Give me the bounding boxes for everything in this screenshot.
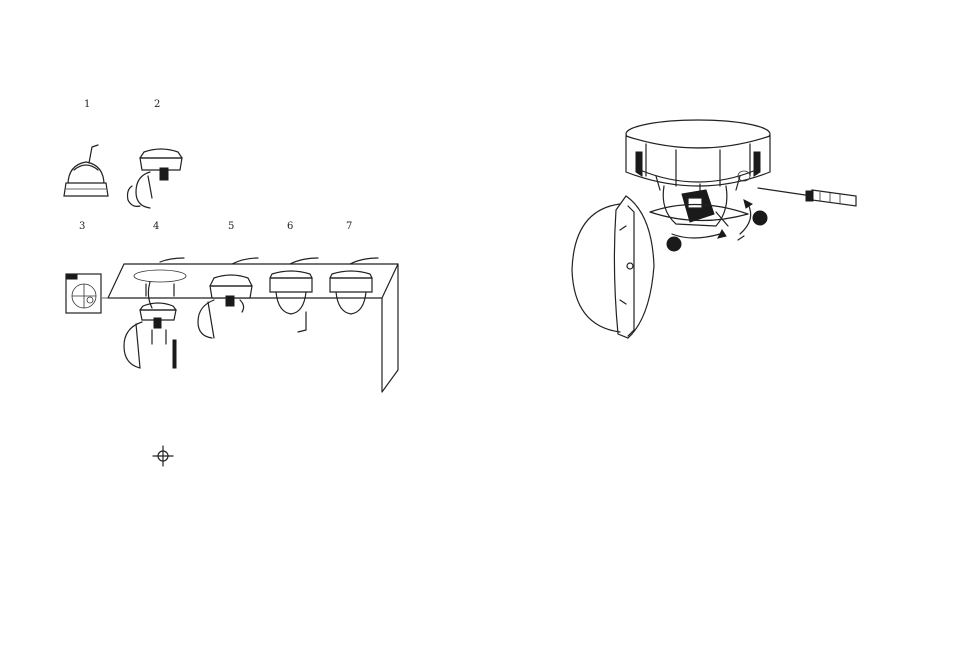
marker-dot-right [753, 211, 767, 225]
camera-gimbal [650, 186, 748, 226]
screwdriver-icon [758, 188, 856, 206]
dome-cover [572, 196, 654, 338]
camera-base-housing [626, 120, 770, 198]
marker-dot-left [667, 237, 681, 251]
